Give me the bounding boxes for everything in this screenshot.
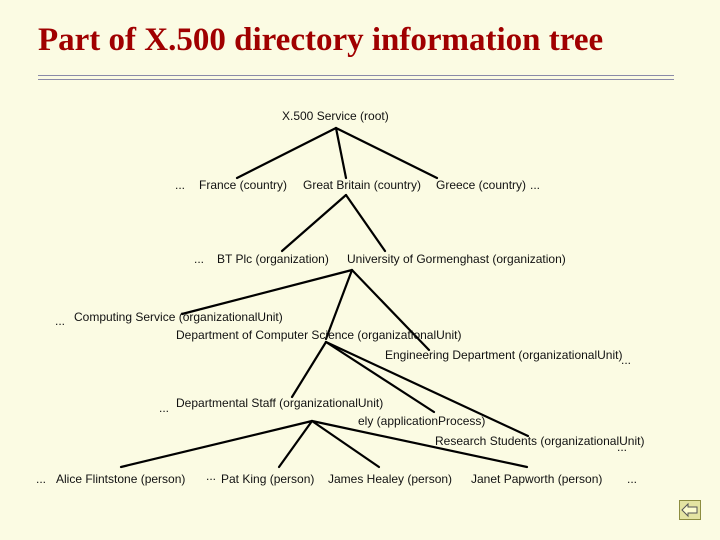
node-pat-king: Pat King (person) (221, 472, 315, 486)
title-rule (38, 79, 674, 80)
back-button[interactable] (679, 500, 701, 520)
edge-compsci-research (324, 340, 530, 438)
node-university-of-gormenghast: University of Gormenghast (organization) (347, 252, 566, 266)
node-computing-service: Computing Service (organizationalUnit) (74, 310, 283, 324)
ellipsis-units: ... (55, 314, 66, 328)
edge-root-right (334, 126, 439, 180)
slide-title: Part of X.500 directory information tree (38, 22, 604, 58)
edge-root-gb (334, 126, 348, 180)
edge-gormenghast-cs-service (180, 268, 354, 316)
edge-staff-alice (119, 419, 314, 469)
edge-gb-gormenghast (344, 193, 387, 253)
edge-root-left (235, 126, 338, 180)
node-ely: ely (applicationProcess) (358, 414, 486, 428)
edge-gormenghast-engineering (350, 268, 431, 352)
edge-staff-janet (310, 419, 529, 469)
ellipsis-organizations: ... (194, 252, 205, 266)
node-greece: Greece (country) (436, 178, 527, 192)
title-rule (38, 75, 674, 76)
ellipsis-people-mid: ... (206, 469, 217, 483)
back-arrow-icon (681, 502, 698, 518)
node-france: France (country) (199, 178, 288, 192)
ellipsis-units-right: ... (621, 353, 632, 367)
ellipsis-countries-right: ... (530, 178, 541, 192)
node-departmental-staff: Departmental Staff (organizationalUnit) (176, 396, 384, 410)
edge-compsci-ely (324, 340, 436, 414)
edge-gb-left (280, 193, 348, 253)
node-alice-flintstone: Alice Flintstone (person) (56, 472, 186, 486)
node-department-of-computer-science: Department of Computer Science (organiza… (176, 328, 462, 342)
node-root: X.500 Service (root) (282, 109, 389, 123)
node-james-healey: James Healey (person) (328, 472, 453, 486)
node-janet-papworth: Janet Papworth (person) (471, 472, 603, 486)
node-great-britain: Great Britain (country) (303, 178, 422, 192)
ellipsis-subunits-right: ... (617, 440, 628, 454)
ellipsis-people-right: ... (627, 472, 638, 486)
ellipsis-people-left: ... (36, 472, 47, 486)
node-engineering-department: Engineering Department (organizationalUn… (385, 348, 623, 362)
edge-staff-pat (277, 419, 314, 469)
edge-staff-james (310, 419, 381, 469)
edge-gormenghast-compsci (324, 268, 354, 341)
node-bt-plc: BT Plc (organization) (217, 252, 329, 266)
edge-compsci-staff (290, 340, 328, 399)
node-research-students: Research Students (organizationalUnit) (435, 434, 645, 448)
ellipsis-countries-left: ... (175, 178, 186, 192)
ellipsis-subunits: ... (159, 401, 170, 415)
